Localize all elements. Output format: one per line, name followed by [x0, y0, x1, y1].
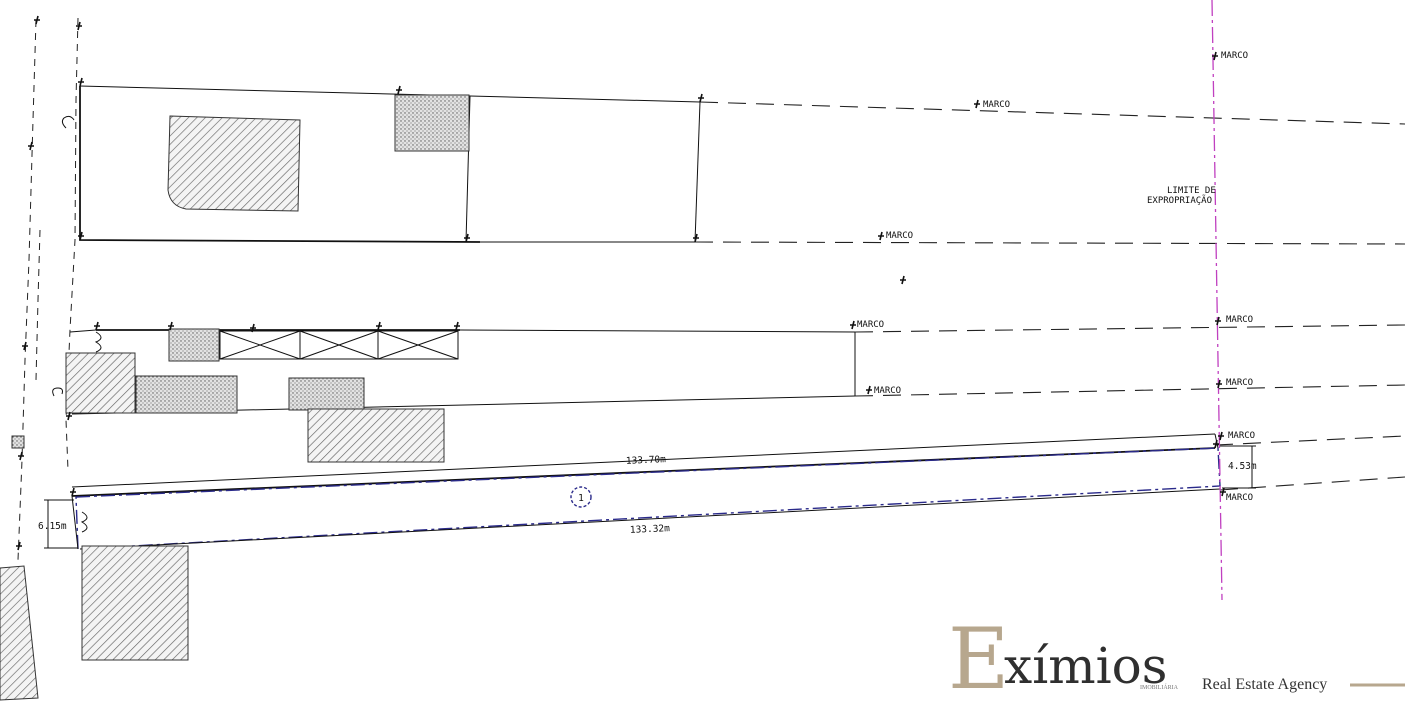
logo-initial: E: [948, 610, 1009, 708]
road-edges: [17, 17, 79, 561]
covered-structure: [219, 330, 459, 360]
parcel-number: 1: [578, 493, 584, 504]
left-width-label: 6.15m: [38, 521, 67, 532]
marco-label: MARCO: [886, 231, 913, 241]
top-property: [61, 85, 701, 243]
marco-label: MARCO: [1228, 431, 1255, 441]
top-length-label: 133.70m: [626, 454, 667, 467]
extension-dashed-lines: [694, 101, 1405, 491]
expropriation-label-line1: LIMITE DE: [1167, 186, 1216, 196]
middle-property: [52, 328, 856, 463]
logo-tagline: Real Estate Agency: [1202, 676, 1327, 693]
marco-label: MARCO: [857, 320, 884, 330]
marco-label: MARCO: [1226, 493, 1253, 503]
expropriation-label-line2: EXPROPRIAÇÃO: [1147, 195, 1212, 206]
marco-label: MARCO: [983, 100, 1010, 110]
brand-logo: E xímios IMOBILIÁRIA Real Estate Agency: [948, 610, 1405, 708]
marco-label: MARCO: [1221, 51, 1248, 61]
marco-label: MARCO: [1226, 315, 1253, 325]
bottom-length-label: 133.32m: [630, 523, 671, 536]
survey-ticks: [16, 15, 1226, 551]
marco-label: MARCO: [874, 386, 901, 396]
parcel-number-circle: [570, 486, 592, 508]
marco-label: MARCO: [1226, 378, 1253, 388]
dimensions: 133.70m 133.32m 6.15m 4.53m: [38, 445, 1257, 549]
logo-name: xímios: [1004, 637, 1167, 695]
expropriation-limit: LIMITE DE EXPROPRIAÇÃO: [1147, 0, 1223, 601]
logo-small-text: IMOBILIÁRIA: [1140, 683, 1179, 691]
marco-labels: MARCO MARCO MARCO MARCO MARCO MARCO MARC…: [857, 51, 1255, 503]
bottom-buildings: [0, 435, 189, 701]
right-width-label: 4.53m: [1228, 461, 1257, 472]
